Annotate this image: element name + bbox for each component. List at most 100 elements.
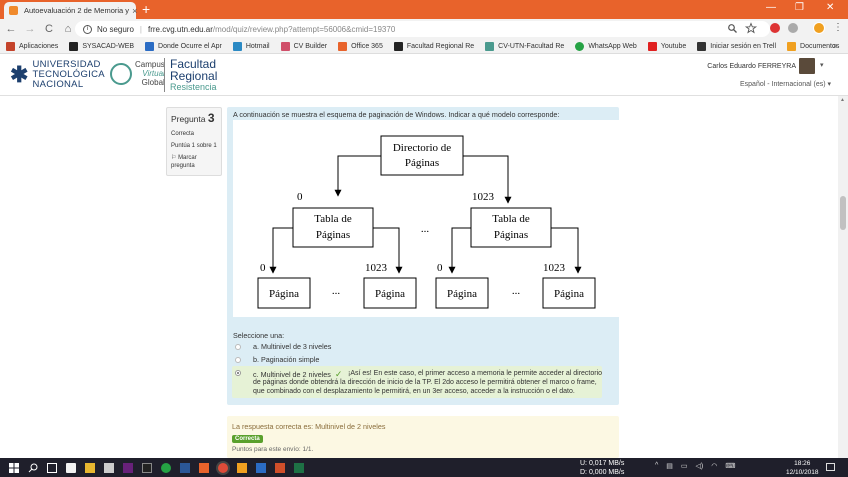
task-view-icon[interactable]: [47, 462, 57, 473]
question-label: Pregunta: [171, 114, 206, 124]
bookmark-apps[interactable]: Aplicaciones: [6, 41, 58, 51]
outcome-panel: [227, 416, 619, 458]
campus-icon: [485, 41, 495, 51]
option-a-radio[interactable]: [235, 343, 241, 350]
file-explorer-icon[interactable]: [85, 462, 95, 473]
word-taskbar-icon[interactable]: [180, 462, 190, 473]
page-box-3: [435, 277, 489, 309]
bookmark-trello[interactable]: Iniciar sesión en Trell: [697, 41, 776, 51]
volume-icon[interactable]: ◁): [695, 463, 704, 470]
campus-virtual-logo[interactable]: Campus Virtual Global: [110, 60, 165, 87]
question-number: 3: [207, 111, 215, 125]
reload-icon[interactable]: C: [45, 23, 53, 35]
maximize-icon[interactable]: ❐: [795, 2, 804, 13]
security-label: No seguro: [97, 24, 134, 34]
new-tab-button[interactable]: +: [142, 1, 151, 17]
windows-start-icon[interactable]: [9, 462, 19, 473]
utn-icon: [69, 41, 79, 51]
scrollbar-thumb[interactable]: [840, 196, 846, 230]
wifi-icon[interactable]: ◠: [711, 463, 718, 470]
index-label-1023-right: 1023: [543, 262, 566, 274]
bookmark-donde-ocurre[interactable]: Donde Ocurre el Apr: [145, 41, 222, 51]
terminal-icon[interactable]: [142, 462, 152, 473]
chrome-icon[interactable]: [218, 462, 228, 473]
adblock-extension-icon[interactable]: [770, 23, 780, 33]
back-arrow-icon[interactable]: ←: [5, 23, 17, 35]
mail-icon: [232, 41, 242, 51]
whatsapp-taskbar-icon[interactable]: [161, 462, 171, 473]
bookmark-hotmail[interactable]: Hotmail: [232, 41, 270, 51]
facultad-regional-logo[interactable]: Facultad Regional Resistencia: [164, 58, 217, 92]
paint-icon[interactable]: [199, 462, 209, 473]
page-label-3: Página: [447, 288, 477, 300]
keyboard-icon[interactable]: ⌨: [725, 463, 736, 470]
bookmark-whatsapp[interactable]: WhatsApp Web: [575, 41, 637, 51]
option-a[interactable]: a. Multinivel de 3 niveles: [235, 342, 331, 351]
scroll-up-icon[interactable]: ▲: [840, 97, 845, 103]
app-icon[interactable]: [104, 462, 114, 473]
avatar[interactable]: [799, 58, 815, 74]
page-icon: [145, 41, 155, 51]
notifications-icon[interactable]: [826, 463, 835, 471]
search-icon[interactable]: [28, 463, 38, 473]
bookmark-sysacad[interactable]: SYSACAD-WEB: [69, 41, 134, 51]
option-c[interactable]: c. Multinivel de 2 niveles✓: [253, 369, 343, 379]
url-path: /mod/quiz/review.php?attempt=56006&cmid=…: [212, 24, 396, 34]
profile-icon[interactable]: [813, 22, 825, 34]
home-icon[interactable]: ⌂: [64, 23, 72, 35]
browser-tab[interactable]: Autoevaluación 2 de Memoria y ×: [4, 2, 138, 19]
bookmark-youtube[interactable]: Youtube: [647, 41, 686, 51]
utn-icon: [393, 41, 403, 51]
user-name[interactable]: Carlos Eduardo FERREYRA: [707, 63, 796, 70]
bookmark-facultad[interactable]: Facultad Regional Re: [393, 41, 474, 51]
battery-icon[interactable]: ▭: [680, 463, 688, 470]
question-grade: Puntúa 1 sobre 1: [171, 143, 217, 149]
option-c-radio[interactable]: [235, 370, 241, 376]
info-icon[interactable]: i: [83, 24, 92, 34]
excel-icon[interactable]: [294, 462, 304, 473]
minimize-icon[interactable]: —: [766, 2, 776, 13]
powerpoint-icon[interactable]: [275, 462, 285, 473]
store-icon[interactable]: [66, 462, 76, 473]
bookmark-documentos[interactable]: Documentos: [787, 41, 839, 51]
right-answer: La respuesta correcta es: Multinivel de …: [232, 422, 386, 431]
zoom-icon[interactable]: [728, 24, 737, 33]
bookmark-cv-utn[interactable]: CV-UTN-Facultad Re: [485, 41, 564, 51]
page-scrollbar[interactable]: [838, 96, 848, 458]
close-tab-icon[interactable]: ×: [132, 5, 138, 16]
bookmark-cv-builder[interactable]: CV Builder: [280, 41, 327, 51]
youtube-icon: [647, 41, 657, 51]
option-b-radio[interactable]: [235, 356, 241, 363]
window-close-icon[interactable]: ✕: [826, 2, 835, 13]
forward-arrow-icon[interactable]: →: [24, 23, 36, 35]
word-doc-icon[interactable]: [256, 462, 266, 473]
taskbar-clock[interactable]: 18:26 12/10/2018: [786, 460, 819, 476]
page-box-2: [363, 277, 417, 309]
page-box-4: [542, 277, 596, 309]
bookmarks-more-icon[interactable]: »: [833, 41, 838, 50]
windows-taskbar: [0, 458, 848, 477]
visual-studio-icon[interactable]: [123, 462, 133, 473]
tray-app-icon[interactable]: ▤: [666, 463, 673, 470]
site-header: ✱ UNIVERSIDAD TECNOLÓGICA NACIONAL Campu…: [0, 54, 848, 96]
menu-kebab-icon[interactable]: ⋮: [833, 22, 843, 33]
user-menu-caret-icon[interactable]: ▾: [820, 62, 824, 69]
folder-taskbar-icon[interactable]: [237, 462, 247, 473]
whatsapp-icon: [575, 41, 585, 51]
browser-toolbar: ← → C ⌂ i No seguro | frre.cvg.utn.edu.a…: [0, 19, 848, 39]
flag-icon: ⚐: [171, 155, 177, 161]
tray-chevron-icon[interactable]: ^: [655, 462, 659, 469]
paging-diagram: Directorio de Páginas Tabla de Páginas T…: [233, 120, 634, 317]
bookmark-star-icon[interactable]: [744, 22, 758, 34]
language-selector[interactable]: Español - Internacional (es) ▾: [740, 81, 832, 88]
bookmark-office[interactable]: Office 365: [338, 41, 383, 51]
option-b[interactable]: b. Paginación simple: [235, 355, 319, 364]
index-label-0-right: 0: [437, 262, 443, 274]
page-label-4: Página: [554, 288, 584, 300]
extension-icon[interactable]: [788, 23, 798, 33]
address-bar[interactable]: i No seguro | frre.cvg.utn.edu.ar/mod/qu…: [75, 21, 770, 37]
page-label-2: Página: [375, 288, 405, 300]
utn-logo[interactable]: ✱ UNIVERSIDAD TECNOLÓGICA NACIONAL: [10, 59, 105, 90]
page-directory-label-2: Páginas: [405, 157, 439, 169]
